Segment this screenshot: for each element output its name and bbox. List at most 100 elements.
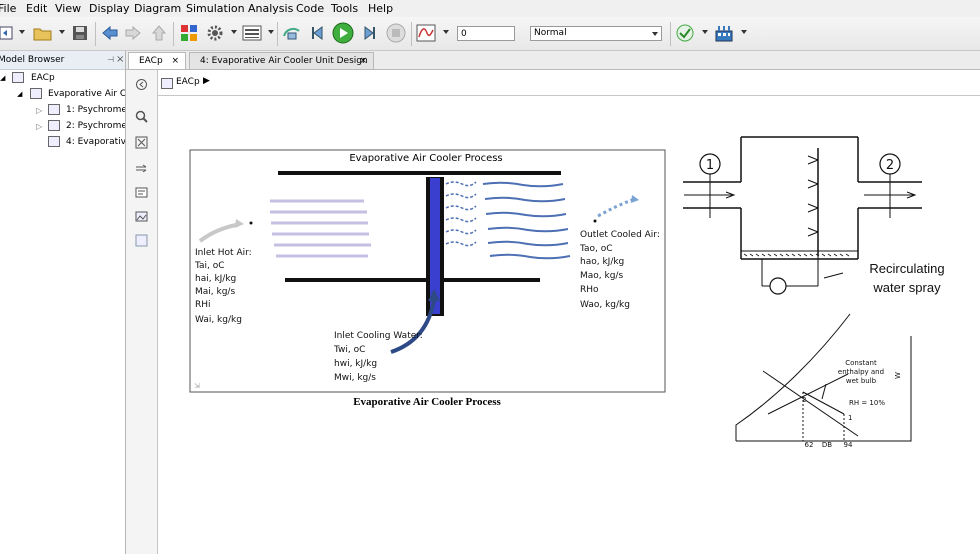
gear-icon[interactable] (204, 22, 226, 44)
image-icon[interactable] (135, 210, 148, 223)
psychro-note: enthalpy and (838, 368, 884, 376)
tree-item-label: 2: Psychrometric (66, 121, 125, 131)
expanded-arrow-icon[interactable]: ◢ (0, 74, 6, 82)
explorer-dropdown-icon[interactable] (268, 30, 274, 34)
spray-lines (445, 181, 477, 247)
save-icon[interactable] (69, 22, 91, 44)
subsystem-block-icon (48, 104, 60, 115)
toolbar: 0 Normal (0, 17, 980, 51)
area-icon[interactable] (135, 234, 148, 247)
water-arrowhead-icon (428, 289, 440, 301)
close-icon[interactable]: × (359, 56, 367, 66)
run-icon[interactable] (332, 22, 354, 44)
model-block-icon (161, 78, 173, 89)
settings-dropdown-icon[interactable] (231, 30, 237, 34)
menu-edit[interactable]: Edit (26, 2, 48, 15)
psychro-note: Constant (845, 359, 877, 367)
hide-browser-icon[interactable] (135, 78, 148, 91)
w-axis-label: W (894, 372, 902, 379)
tree-root-label: EACp (31, 73, 55, 83)
tree-item-label: 1: Psychrometric (66, 105, 125, 115)
fit-to-view-icon[interactable] (135, 136, 148, 149)
tree-subsystem[interactable]: ◢ Evaporative Air Cooler (0, 87, 125, 102)
tree-item[interactable]: 4: Evaporative (0, 135, 125, 150)
arrow-icon[interactable] (135, 162, 148, 175)
breadcrumb-arrow-icon[interactable]: ▶ (203, 76, 210, 86)
up-icon[interactable] (148, 22, 170, 44)
build-dropdown-icon[interactable] (741, 30, 747, 34)
subsystem-block-icon (30, 88, 42, 99)
expanded-arrow-icon[interactable]: ◢ (17, 90, 23, 98)
menu-help[interactable]: Help (368, 2, 394, 15)
tree-item[interactable]: ▷ 1: Psychrometric (0, 103, 125, 118)
node-1-label: 1 (706, 158, 714, 173)
stop-icon[interactable] (385, 22, 407, 44)
inlet-air-lines (270, 199, 371, 258)
cooling-water-label: Twi, oC (333, 345, 365, 355)
step-forward-icon[interactable] (358, 22, 380, 44)
menu-diagram[interactable]: Diagram (134, 2, 182, 15)
evaporative-pad (430, 178, 440, 314)
process-image[interactable]: Evaporative Air Cooler Process (189, 149, 666, 393)
cooling-water-label: hwi, kJ/kg (334, 359, 377, 369)
subsystem-block-icon (48, 136, 60, 147)
tab-eacp[interactable]: EACp × (128, 52, 186, 69)
outlet-arrowhead-icon (631, 195, 639, 203)
menu-simulation[interactable]: Simulation (186, 2, 245, 15)
scope-icon[interactable] (415, 22, 437, 44)
diagram-canvas: Evaporative Air Cooler Process (158, 96, 980, 554)
stop-time-input[interactable]: 0 (457, 26, 515, 41)
diagram-palette (126, 70, 158, 554)
x-tick-94: 94 (844, 441, 853, 449)
duct-top-wall (278, 171, 561, 175)
resize-grip-icon[interactable]: ⇲ (194, 382, 200, 390)
psychro-note: wet bulb (846, 377, 877, 385)
cooler-schematic[interactable] (683, 136, 922, 295)
tab-label: EACp (139, 56, 163, 66)
close-icon[interactable]: × (171, 56, 179, 66)
back-icon[interactable] (99, 22, 121, 44)
collapsed-arrow-icon[interactable]: ▷ (36, 106, 43, 115)
inlet-arrow-icon (198, 223, 237, 243)
model-advisor-icon[interactable] (674, 22, 696, 44)
model-explorer-icon[interactable] (241, 22, 263, 44)
x-tick-62: 62 (805, 441, 814, 449)
recirc-label: Recirculating (869, 261, 944, 276)
scope-dropdown-icon[interactable] (443, 30, 449, 34)
outlet-air-label: Outlet Cooled Air: (580, 230, 660, 240)
advisor-dropdown-icon[interactable] (702, 30, 708, 34)
annotation-icon[interactable] (135, 186, 148, 199)
menu-display[interactable]: Display (89, 2, 130, 15)
breadcrumb-item[interactable]: EACp (176, 77, 200, 87)
simulation-mode-value: Normal (534, 28, 567, 38)
menu-view[interactable]: View (55, 2, 82, 15)
library-browser-icon[interactable] (178, 22, 200, 44)
menu-tools[interactable]: Tools (331, 2, 359, 15)
process-caption: Evaporative Air Cooler Process (353, 396, 501, 408)
step-back-icon[interactable] (307, 22, 329, 44)
open-dropdown-icon[interactable] (59, 30, 65, 34)
menu-bar: File Edit View Display Diagram Simulatio… (0, 0, 980, 17)
open-folder-icon[interactable] (32, 22, 54, 44)
menu-analysis[interactable]: Analysis (248, 2, 294, 15)
pin-icon[interactable]: ⊣ (107, 55, 114, 64)
update-diagram-icon[interactable] (281, 22, 303, 44)
tab-unit-design[interactable]: 4: Evaporative Air Cooler Unit Design × (189, 52, 374, 69)
menu-code[interactable]: Code (296, 2, 325, 15)
zoom-icon[interactable] (135, 110, 148, 123)
forward-icon[interactable] (122, 22, 144, 44)
new-dropdown-icon[interactable] (19, 30, 25, 34)
collapsed-arrow-icon[interactable]: ▷ (36, 122, 43, 131)
close-icon[interactable]: × (116, 54, 125, 65)
tab-label: 4: Evaporative Air Cooler Unit Design (200, 56, 368, 66)
psychrometric-chart[interactable] (735, 313, 912, 442)
inlet-air-label: Tai, oC (194, 261, 225, 271)
model-block-icon (12, 72, 24, 83)
simulation-mode-select[interactable]: Normal (530, 26, 662, 41)
point-1-label: 1 (848, 414, 852, 422)
menu-file[interactable]: File (0, 2, 17, 15)
new-model-icon[interactable] (0, 22, 18, 44)
tree-item[interactable]: ▷ 2: Psychrometric (0, 119, 125, 134)
build-icon[interactable] (713, 22, 735, 44)
inlet-air-label: Wai, kg/kg (195, 315, 242, 325)
